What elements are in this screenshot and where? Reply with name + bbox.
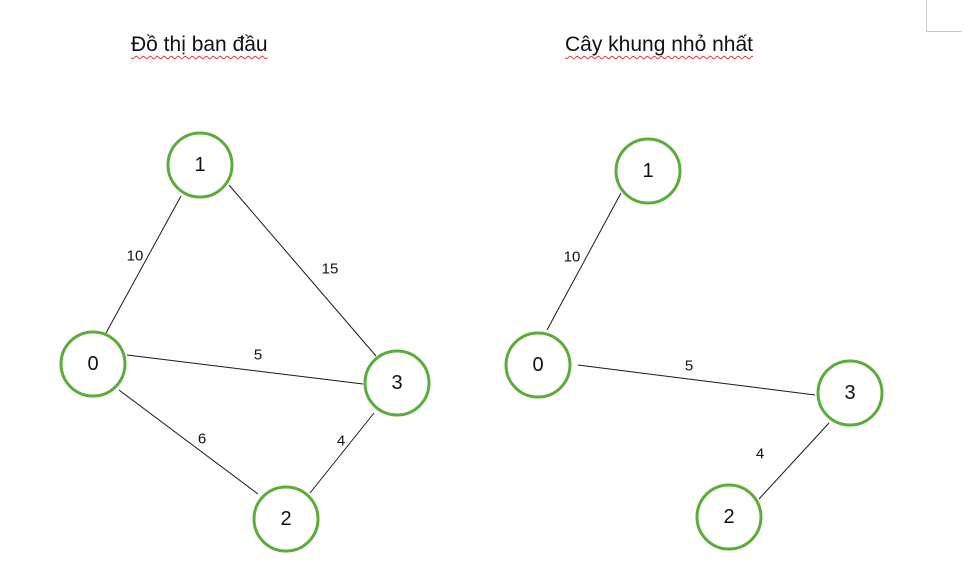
- original-node-circle-3: [363, 349, 431, 417]
- mst-node-circle-2: [695, 483, 763, 551]
- mst-node-label-3: 3: [844, 382, 855, 404]
- original-node-circle-1: [166, 131, 234, 199]
- mst-node-label-0: 0: [532, 354, 543, 376]
- mst-edge-weight-0-3: 5: [685, 358, 693, 375]
- mst-edge-0-1: [546, 192, 622, 331]
- mst-node-circle-1: [614, 137, 682, 205]
- original-edge-weight-0-1: 10: [127, 248, 144, 265]
- mst-graph-title: Cây khung nhỏ nhất: [565, 33, 753, 56]
- mst-node-label-2: 2: [723, 506, 734, 528]
- original-node-label-3: 3: [391, 372, 402, 394]
- mst-edge-0-3: [577, 364, 816, 396]
- original-node-0: 0: [59, 330, 127, 398]
- original-graph-title: Đồ thị ban đầu: [131, 33, 268, 56]
- nodes-layer: 0 1 2 3 0 1 2 3: [59, 131, 884, 553]
- original-node-label-0: 0: [87, 353, 98, 375]
- edges-layer: [105, 184, 830, 500]
- mst-node-circle-0: [504, 331, 572, 399]
- original-edge-2-3: [309, 412, 375, 494]
- original-node-circle-2: [252, 485, 320, 553]
- original-node-3: 3: [363, 349, 431, 417]
- mst-edge-2-3: [758, 422, 830, 500]
- original-edge-0-2: [118, 389, 259, 495]
- original-node-1: 1: [166, 131, 234, 199]
- mst-edge-weight-2-3: 4: [756, 446, 764, 463]
- original-edge-weight-0-2: 6: [198, 431, 206, 448]
- original-edge-weight-1-3: 15: [322, 261, 339, 278]
- mst-node-0: 0: [504, 331, 572, 399]
- original-edge-1-3: [228, 184, 377, 357]
- mst-node-2: 2: [695, 483, 763, 551]
- original-edge-0-3: [126, 354, 364, 385]
- mst-node-1: 1: [614, 137, 682, 205]
- original-edge-weight-2-3: 4: [337, 433, 345, 450]
- weights-layer: 10 15 5 6 4 10 5 4: [127, 248, 765, 463]
- mst-edge-weight-0-1: 10: [564, 249, 581, 266]
- mst-node-circle-3: [816, 359, 884, 427]
- original-node-label-1: 1: [194, 154, 205, 176]
- original-node-circle-0: [59, 330, 127, 398]
- original-edge-0-1: [105, 195, 182, 334]
- mst-node-label-1: 1: [642, 160, 653, 182]
- original-node-label-2: 2: [280, 508, 291, 530]
- original-edge-weight-0-3: 5: [254, 347, 262, 364]
- page-corner-marker: [926, 0, 962, 32]
- mst-node-3: 3: [816, 359, 884, 427]
- original-node-2: 2: [252, 485, 320, 553]
